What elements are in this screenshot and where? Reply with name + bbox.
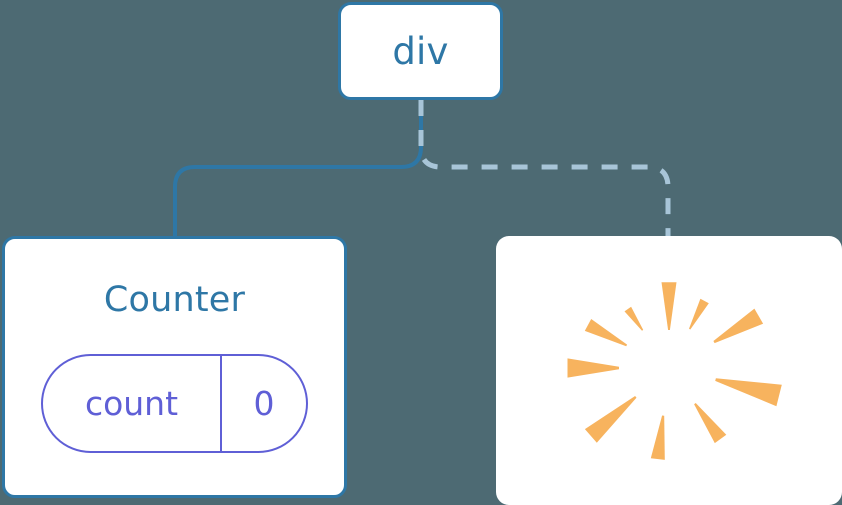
node-div[interactable]: div <box>338 2 503 100</box>
node-counter-title: Counter <box>103 280 246 320</box>
node-div-label: div <box>392 29 449 73</box>
connector-div-to-sparkle <box>418 100 671 238</box>
sparkle-burst-icon <box>567 282 782 460</box>
sparkle-ray-10 <box>689 298 709 330</box>
sparkle-ray-1 <box>661 282 677 330</box>
sparkle-ray-2 <box>624 306 644 331</box>
sparkle-ray-7 <box>694 403 727 444</box>
sparkle-ray-4 <box>567 358 619 378</box>
node-counter[interactable]: Counter count 0 <box>2 236 347 498</box>
sparkle-ray-3 <box>584 319 628 347</box>
sparkle-ray-9 <box>713 308 764 344</box>
sparkle-ray-5 <box>584 396 637 443</box>
state-pill-key: count <box>84 384 179 423</box>
node-sparkle[interactable] <box>496 236 842 505</box>
sparkle-ray-6 <box>650 415 665 460</box>
connector-div-to-counter <box>173 100 423 238</box>
sparkle-ray-8 <box>715 378 782 407</box>
state-pill-value: 0 <box>220 356 306 451</box>
state-pill-count[interactable]: count 0 <box>41 354 308 453</box>
